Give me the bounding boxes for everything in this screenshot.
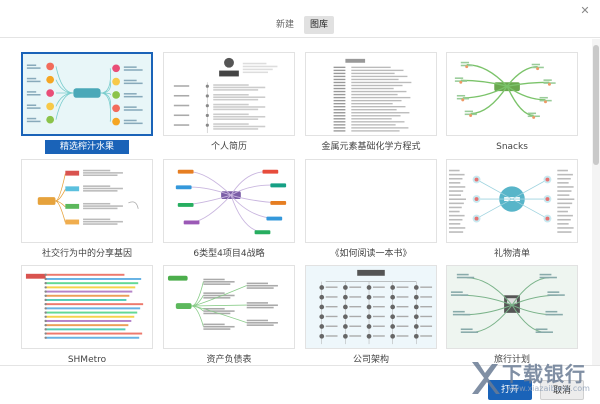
thumbnail-preview: [173, 57, 278, 134]
thumbnail-preview: [306, 266, 436, 348]
template-thumbnail[interactable]: [21, 265, 153, 349]
thumbnail-preview: [167, 275, 278, 330]
scrollbar-thumb[interactable]: [593, 45, 599, 165]
template-card[interactable]: 旅行计划: [446, 265, 578, 365]
template-label: 资产负债表: [206, 355, 252, 365]
thumbnail-preview: [306, 160, 436, 242]
scrollbar[interactable]: [592, 39, 600, 365]
template-thumbnail[interactable]: [446, 52, 578, 136]
template-card[interactable]: 资产负债表: [163, 265, 295, 365]
template-thumbnail[interactable]: [21, 52, 153, 136]
template-card[interactable]: 《如何阅读一本书》: [305, 159, 437, 261]
template-card[interactable]: 精选榨汁水果: [21, 52, 153, 154]
template-label: 公司架构: [352, 355, 389, 365]
tab-bar: 新建 图库: [270, 16, 335, 34]
thumbnail-preview: [37, 169, 139, 225]
template-thumbnail[interactable]: [305, 159, 437, 243]
template-thumbnail[interactable]: [163, 265, 295, 349]
close-icon[interactable]: ✕: [580, 4, 590, 17]
template-thumbnail[interactable]: [446, 159, 578, 243]
template-thumbnail[interactable]: [305, 52, 437, 136]
template-card[interactable]: 社交行为中的分享基因: [21, 159, 153, 261]
template-card[interactable]: Snacks: [446, 52, 578, 154]
thumbnail-preview: [23, 54, 151, 134]
template-label: 社交行为中的分享基因: [41, 249, 132, 259]
footer-bar: 打开 取消: [0, 365, 600, 404]
template-thumbnail[interactable]: [163, 159, 295, 243]
template-label: 个人简历: [210, 142, 247, 152]
template-thumbnail[interactable]: [446, 265, 578, 349]
template-card[interactable]: 金属元素基础化学方程式: [305, 52, 437, 154]
template-label: Snacks: [496, 142, 528, 152]
thumbnail-preview: [175, 169, 287, 235]
thumbnail-preview: [454, 61, 556, 119]
thumbnail-preview: [447, 266, 577, 348]
template-label: SHMetro: [67, 355, 107, 365]
template-thumbnail[interactable]: [163, 52, 295, 136]
template-thumbnail[interactable]: [305, 265, 437, 349]
thumbnail-preview: [448, 169, 575, 233]
template-card[interactable]: 6类型4项目4战略: [163, 159, 295, 261]
template-label: 精选榨汁水果: [45, 140, 129, 154]
thumbnail-preview: [333, 58, 412, 132]
template-card[interactable]: 公司架构: [305, 265, 437, 365]
template-card[interactable]: 礼物清单: [446, 159, 578, 261]
template-label: 《如何阅读一本书》: [330, 249, 412, 259]
template-label: 6类型4项目4战略: [193, 249, 265, 259]
titlebar: 新建 图库 ✕: [0, 0, 600, 38]
tab-new[interactable]: 新建: [276, 20, 295, 30]
open-button[interactable]: 打开: [488, 380, 532, 400]
cancel-button[interactable]: 取消: [540, 380, 584, 400]
template-card[interactable]: SHMetro: [21, 265, 153, 365]
template-card[interactable]: 个人简历: [163, 52, 295, 154]
tab-gallery[interactable]: 图库: [304, 16, 335, 34]
template-label: 礼物清单: [493, 249, 530, 259]
thumbnail-preview: [25, 273, 144, 339]
template-label: 旅行计划: [493, 355, 530, 365]
template-thumbnail[interactable]: [21, 159, 153, 243]
template-grid: 精选榨汁水果 个人简历 金属元素基础化学方程式 Snacks 社交行为中的分享基因 6类型…: [0, 39, 600, 365]
template-label: 金属元素基础化学方程式: [321, 142, 421, 152]
